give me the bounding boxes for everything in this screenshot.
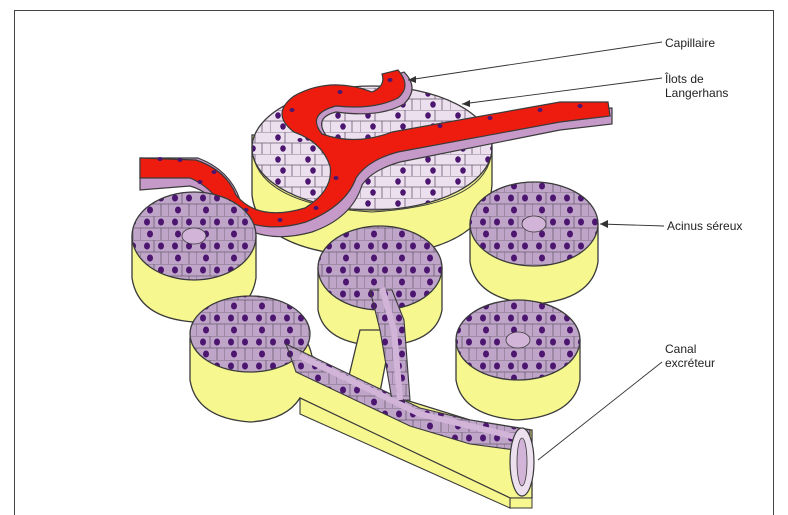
- leader-acinus: [600, 224, 664, 226]
- acinus-right-top: [470, 182, 598, 304]
- label-ilots-line2: Langerhans: [665, 86, 728, 100]
- label-canal-line1: Canal: [665, 342, 696, 356]
- label-ilots-line1: Îlots de: [665, 72, 704, 86]
- acinus-right-bottom: [456, 300, 580, 420]
- label-canal-line2: excréteur: [665, 356, 715, 370]
- label-acinus: Acinus séreux: [667, 219, 742, 233]
- leader-capillaire: [408, 42, 662, 80]
- label-capillaire: Capillaire: [665, 36, 715, 50]
- arrowhead-acinus: [600, 220, 608, 228]
- leader-ilots: [462, 78, 662, 104]
- arrowhead-ilots: [462, 100, 470, 107]
